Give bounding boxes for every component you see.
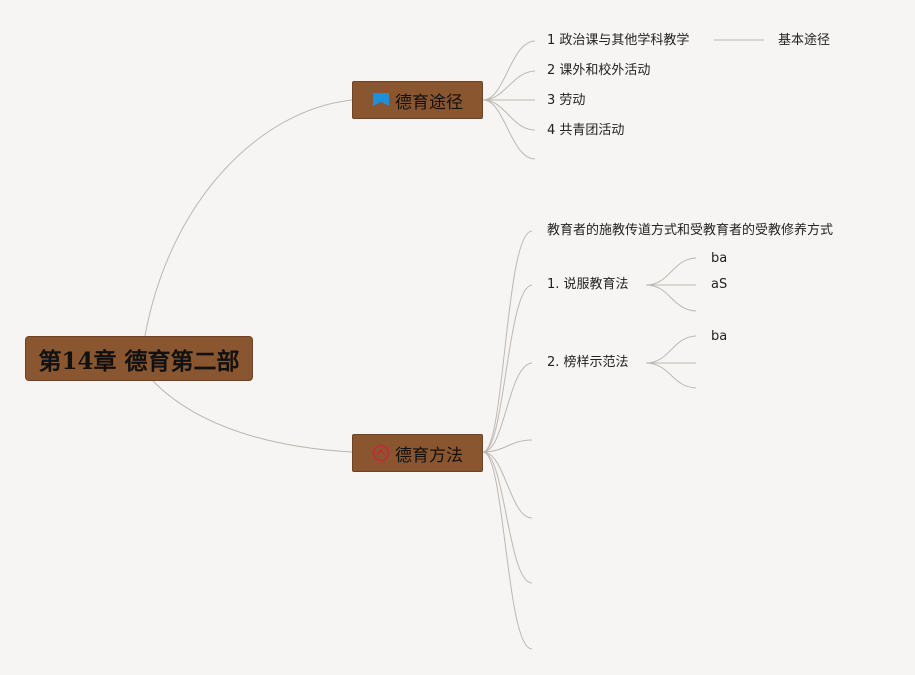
connector-m2-child1 [645, 335, 697, 364]
method2-child-1[interactable]: ba [711, 329, 728, 344]
method1-child-2[interactable]: aS [711, 277, 728, 292]
connector-m2-empty2 [645, 362, 697, 389]
connector-b2-empty4 [482, 451, 533, 650]
branch1-label: 德育途径 [395, 92, 463, 113]
method1-child-1[interactable]: ba [711, 251, 728, 266]
branch-node-moral-education-paths[interactable]: 德育途径 [352, 81, 483, 119]
connector-root-branch2 [151, 379, 353, 453]
connector-m1-empty [645, 284, 697, 312]
connector-b1-item1 [482, 40, 536, 101]
branch2-label: 德育方法 [395, 445, 463, 466]
connector-b2-method1 [482, 284, 533, 453]
connector-b2-method2 [482, 362, 533, 453]
red-circle-icon [372, 444, 390, 462]
branch1-item-2[interactable]: 2 课外和校外活动 [547, 63, 651, 78]
method-role-model[interactable]: 2. 榜样示范法 [547, 355, 629, 370]
connector-b1-item2 [482, 70, 536, 101]
connector-root-branch1 [144, 99, 353, 337]
branch1-item-4[interactable]: 4 共青团活动 [547, 123, 625, 138]
connector-b2-empty1 [482, 439, 533, 453]
connector-b2-definition [482, 230, 533, 453]
root-node[interactable]: 第14章 德育第二部 [25, 336, 253, 381]
branch1-item-1[interactable]: 1 政治课与其他学科教学 [547, 33, 690, 48]
connector-b1-empty [482, 99, 536, 160]
branch1-item-3[interactable]: 3 劳动 [547, 93, 586, 108]
connector-b2-empty2 [482, 451, 533, 519]
branch-node-moral-education-methods[interactable]: 德育方法 [352, 434, 483, 472]
branch1-summary[interactable]: 基本途径 [778, 33, 831, 48]
connector-m1-child1 [645, 257, 697, 286]
method-persuasion[interactable]: 1. 说服教育法 [547, 277, 629, 292]
branch2-definition[interactable]: 教育者的施教传道方式和受教育者的受教修养方式 [547, 223, 834, 238]
root-label: 第14章 德育第二部 [38, 347, 240, 375]
connector-b1-item4 [482, 99, 536, 131]
connector-b2-empty3 [482, 451, 533, 584]
blue-flag-icon [373, 93, 389, 106]
